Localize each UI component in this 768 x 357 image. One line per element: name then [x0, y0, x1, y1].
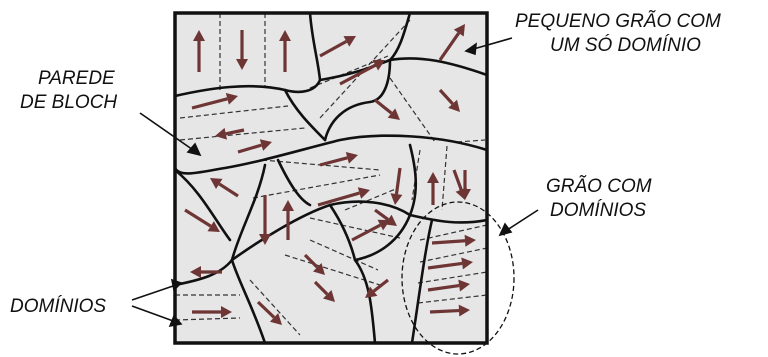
magnetization-arrow — [210, 178, 239, 198]
arrow-head — [390, 193, 403, 205]
arrow-head — [455, 187, 467, 200]
arrow-head — [372, 59, 385, 71]
arrow-head — [464, 234, 476, 247]
magnetization-arrow — [438, 88, 460, 112]
magnetization-arrow — [303, 253, 325, 275]
magnetization-arrow — [452, 169, 467, 200]
bloch-wall-label-line1: PAREDE — [38, 68, 115, 89]
arrow-head — [461, 257, 473, 270]
small-grain-label-line1: PEQUENO GRÃO COM — [515, 10, 721, 32]
magnetization-arrow — [317, 187, 370, 207]
arrow-shaft — [191, 97, 228, 110]
arrow-head — [259, 234, 271, 245]
arrow-head — [323, 290, 335, 302]
arrow-head — [313, 263, 325, 275]
arrow-head — [345, 152, 358, 164]
arrow-head — [193, 30, 205, 41]
magnetization-arrow — [365, 278, 389, 298]
arrow-head — [259, 139, 272, 151]
magnetization-arrow — [438, 24, 465, 61]
arrow-head — [365, 286, 378, 298]
grain-highlight-circle — [401, 201, 515, 355]
arrow-head — [210, 178, 223, 189]
arrow-shaft — [319, 39, 348, 58]
magnetization-arrow — [190, 266, 222, 278]
magnetization-arrow — [279, 30, 291, 72]
arrow-head — [448, 99, 460, 112]
arrow-shaft — [429, 308, 460, 314]
magnetization-arrow — [429, 304, 470, 317]
magnetization-arrow — [390, 167, 403, 205]
arrow-shaft — [427, 261, 463, 270]
magnetization-arrow — [313, 280, 335, 302]
arrow-head — [236, 59, 248, 70]
arrow-head — [427, 172, 439, 183]
magnetization-arrow — [319, 36, 356, 58]
magnetization-arrow — [374, 208, 397, 226]
arrow-head — [458, 304, 470, 317]
arrow-head — [225, 93, 238, 105]
arrow-head — [221, 306, 232, 318]
magnetization-arrow — [427, 279, 470, 292]
arrow-head — [207, 221, 220, 232]
arrow-shaft — [319, 156, 348, 167]
magnetization-arrow — [191, 93, 238, 110]
arrow-shaft — [256, 300, 276, 319]
arrow-shaft — [427, 283, 460, 292]
arrow-head — [282, 200, 294, 211]
magnetization-arrow — [193, 30, 205, 72]
magnetization-arrow — [319, 152, 358, 167]
domains-label: DOMÍNIOS — [10, 296, 106, 317]
arrow-shaft — [438, 88, 454, 105]
magnetization-arrow — [184, 208, 220, 232]
arrow-head — [279, 30, 291, 41]
arrow-shaft — [374, 98, 393, 115]
arrow-shaft — [237, 143, 262, 154]
arrow-shaft — [313, 280, 329, 296]
arrow-shaft — [438, 32, 461, 61]
magnetization-arrow — [236, 30, 248, 70]
grain-domains-label-line2: DOMÍNIOS — [550, 200, 646, 221]
arrow-shaft — [218, 182, 239, 198]
arrow-head — [269, 313, 282, 325]
arrow-shaft — [317, 191, 360, 207]
arrow-shaft — [394, 167, 402, 195]
magnetization-arrow — [256, 300, 282, 325]
arrow-head — [458, 279, 470, 292]
arrow-shaft — [303, 253, 319, 269]
leader-lines — [131, 37, 539, 328]
magnetization-arrow — [237, 139, 272, 154]
grain-boundaries — [175, 13, 487, 343]
arrow-shaft — [225, 128, 245, 136]
arrow-head — [357, 187, 370, 199]
magnetization-arrow — [259, 195, 271, 245]
arrow-shaft — [372, 278, 389, 293]
arrow-shaft — [184, 208, 212, 228]
magnetization-arrow — [427, 172, 439, 205]
arrow-head — [453, 24, 465, 37]
arrow-shaft — [452, 169, 463, 191]
small-grain-label-line2: UM SÓ DOMÍNIO — [550, 34, 701, 56]
arrow-head — [190, 266, 201, 278]
magnetization-arrow — [427, 257, 473, 270]
magnetization-arrow — [215, 127, 245, 140]
arrow-head — [215, 127, 227, 140]
arrow-shaft — [374, 208, 390, 221]
grain-domains-label-line1: GRÃO COM — [546, 175, 652, 197]
magnetization-arrow — [282, 200, 294, 240]
arrow-shaft — [339, 63, 377, 86]
bloch-wall-label-line2: DE BLOCH — [20, 92, 117, 113]
magnetization-arrow — [374, 98, 400, 120]
magnetization-arrow — [339, 59, 385, 86]
magnetization-arrows — [184, 24, 476, 325]
arrow-shaft — [431, 239, 466, 245]
magnetization-arrow — [192, 306, 232, 318]
arrow-head — [343, 36, 356, 47]
arrow-head — [387, 108, 400, 120]
magnetization-arrow — [431, 234, 476, 247]
arrow-head — [384, 214, 397, 226]
arrow-shaft — [351, 223, 382, 242]
specimen-frame — [173, 11, 489, 345]
